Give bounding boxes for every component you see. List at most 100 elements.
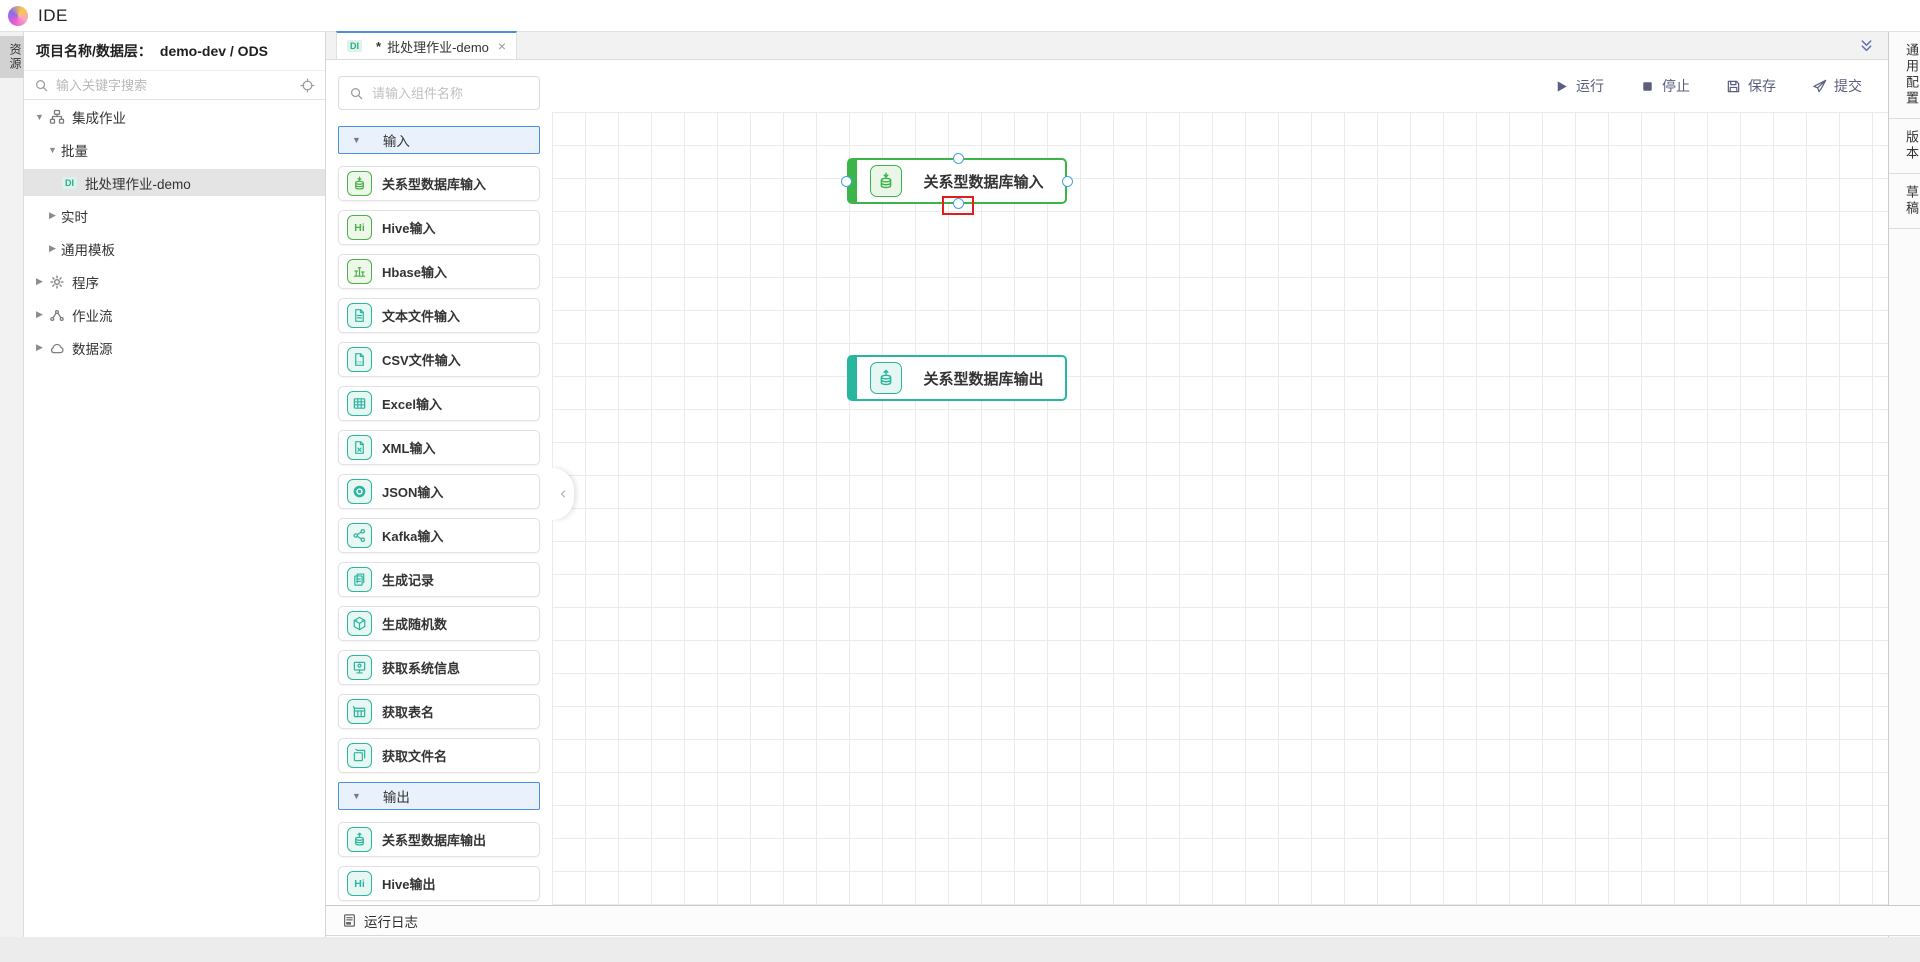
- rail-tab-draft[interactable]: 草稿: [1889, 174, 1920, 229]
- node-rdb-input[interactable]: 关系型数据库输入: [841, 153, 1073, 215]
- hive-icon: Hi: [347, 215, 372, 240]
- right-rail: 通用配置 版本 草稿: [1888, 32, 1920, 937]
- palette-item-generate-random[interactable]: 生成随机数: [338, 606, 540, 641]
- dice-icon: [347, 611, 372, 636]
- palette-item-get-file-name[interactable]: 获取文件名: [338, 738, 540, 773]
- tree-search-input[interactable]: [56, 77, 293, 93]
- json-icon: [347, 479, 372, 504]
- svg-text:CSV: CSV: [356, 360, 364, 364]
- csv-file-icon: CSV: [347, 347, 372, 372]
- search-icon: [34, 78, 49, 93]
- tree-item-label: 数据源: [72, 341, 113, 357]
- tree-search-row: [24, 70, 325, 100]
- unsaved-indicator: *: [376, 38, 382, 54]
- tree-item-job-flow[interactable]: ▶ 作业流: [24, 301, 325, 328]
- highlight-rectangle: [942, 196, 974, 215]
- run-log-label: 运行日志: [364, 914, 418, 930]
- double-chevron-down-icon[interactable]: [1858, 37, 1875, 54]
- node-label: 关系型数据库输入: [923, 173, 1044, 191]
- palette-item-json-input[interactable]: JSON输入: [338, 474, 540, 509]
- palette-item-text-file-input[interactable]: 文本文件输入: [338, 298, 540, 333]
- di-badge: DI: [347, 40, 362, 52]
- run-log-bar[interactable]: 运行日志: [326, 905, 1920, 936]
- app-logo-icon: [8, 5, 28, 26]
- tree-item-label: 程序: [72, 275, 99, 291]
- kafka-icon: [347, 523, 372, 548]
- chevron-left-icon: [557, 488, 569, 500]
- node-label: 关系型数据库输出: [923, 370, 1044, 388]
- locate-crosshair-icon[interactable]: [300, 78, 315, 93]
- tree-item-general-template[interactable]: ▶ 通用模板: [24, 235, 325, 262]
- search-icon: [349, 86, 364, 101]
- tree-item-data-sources[interactable]: ▶ 数据源: [24, 334, 325, 361]
- palette-section-input[interactable]: ▼ 输入: [338, 126, 540, 154]
- close-icon[interactable]: ×: [497, 38, 507, 54]
- tree-item-realtime[interactable]: ▶ 实时: [24, 202, 325, 229]
- flow-canvas[interactable]: 运行 停止 保存 提交 关系型数据库输入: [552, 60, 1888, 905]
- monitor-icon: [347, 655, 372, 680]
- rail-tab-general-config[interactable]: 通用配置: [1889, 32, 1920, 119]
- project-panel: 项目名称/数据层： demo-dev / ODS ▼ 集成作业 ▼ 批量 DI …: [24, 32, 326, 937]
- rail-tab-resources[interactable]: 资源: [0, 36, 24, 78]
- tree-item-label: 批处理作业-demo: [85, 176, 191, 192]
- node-rdb-output[interactable]: 关系型数据库输出: [847, 355, 1067, 401]
- port-bottom[interactable]: [953, 198, 964, 209]
- caret-right-icon[interactable]: ▶: [36, 342, 43, 352]
- rail-tab-version[interactable]: 版本: [1889, 119, 1920, 174]
- caret-right-icon[interactable]: ▶: [49, 210, 56, 220]
- palette-item-hive-input[interactable]: Hi Hive输入: [338, 210, 540, 245]
- tree-item-batch-job-demo[interactable]: DI 批处理作业-demo: [24, 169, 325, 196]
- project-header-value: demo-dev / ODS: [159, 43, 269, 59]
- caret-down-icon: ▼: [352, 791, 361, 801]
- tab-batch-job-demo[interactable]: DI * 批处理作业-demo ×: [336, 31, 518, 59]
- palette-item-csv-file-input[interactable]: CSV CSV文件输入: [338, 342, 540, 377]
- caret-down-icon[interactable]: ▼: [48, 144, 57, 155]
- database-input-icon: [347, 171, 372, 196]
- text-file-icon: [347, 303, 372, 328]
- table-icon: [347, 699, 372, 724]
- collapse-palette-handle[interactable]: [552, 468, 574, 520]
- documents-icon: [347, 567, 372, 592]
- copy-files-icon: [347, 743, 372, 768]
- port-top[interactable]: [953, 153, 964, 164]
- palette-item-generate-records[interactable]: 生成记录: [338, 562, 540, 597]
- database-output-icon: [347, 827, 372, 852]
- cloud-icon: [49, 340, 65, 356]
- top-bar: IDE: [0, 0, 1920, 32]
- tree-item-label: 实时: [61, 209, 88, 225]
- component-palette: ▼ 输入 关系型数据库输入 Hi Hive输入 Hbase输入 文本文件输入 C…: [326, 60, 552, 905]
- tree-item-label: 通用模板: [61, 242, 115, 258]
- submit-button[interactable]: 提交: [1812, 76, 1862, 96]
- stop-icon: [1640, 79, 1655, 94]
- run-button[interactable]: 运行: [1554, 76, 1604, 96]
- tree-item-programs[interactable]: ▶ 程序: [24, 268, 325, 295]
- hierarchy-icon: [49, 109, 65, 125]
- project-header-label: 项目名称/数据层：: [36, 43, 152, 59]
- caret-right-icon[interactable]: ▶: [36, 276, 43, 286]
- palette-section-output[interactable]: ▼ 输出: [338, 782, 540, 810]
- caret-right-icon[interactable]: ▶: [36, 309, 43, 319]
- palette-item-excel-input[interactable]: Excel输入: [338, 386, 540, 421]
- gear-icon: [49, 274, 65, 290]
- status-footer: [0, 937, 1920, 962]
- caret-down-icon[interactable]: ▼: [35, 111, 44, 122]
- tree-item-integration-jobs[interactable]: ▼ 集成作业: [24, 103, 325, 130]
- caret-right-icon[interactable]: ▶: [49, 243, 56, 253]
- save-button[interactable]: 保存: [1726, 76, 1776, 96]
- palette-item-hbase-input[interactable]: Hbase输入: [338, 254, 540, 289]
- palette-item-hive-output[interactable]: Hi Hive输出: [338, 866, 540, 901]
- tree-item-label: 集成作业: [72, 110, 126, 126]
- palette-item-xml-input[interactable]: XML输入: [338, 430, 540, 465]
- caret-down-icon: ▼: [352, 135, 361, 145]
- palette-item-rdb-input[interactable]: 关系型数据库输入: [338, 166, 540, 201]
- palette-search-input[interactable]: [372, 85, 529, 101]
- tree-item-batch[interactable]: ▼ 批量: [24, 136, 325, 163]
- port-left[interactable]: [841, 176, 852, 187]
- palette-item-rdb-output[interactable]: 关系型数据库输出: [338, 822, 540, 857]
- palette-item-get-system-info[interactable]: 获取系统信息: [338, 650, 540, 685]
- palette-item-get-table-name[interactable]: 获取表名: [338, 694, 540, 729]
- stop-button[interactable]: 停止: [1640, 76, 1690, 96]
- di-badge: DI: [62, 176, 77, 189]
- palette-item-kafka-input[interactable]: Kafka输入: [338, 518, 540, 553]
- port-right[interactable]: [1062, 176, 1073, 187]
